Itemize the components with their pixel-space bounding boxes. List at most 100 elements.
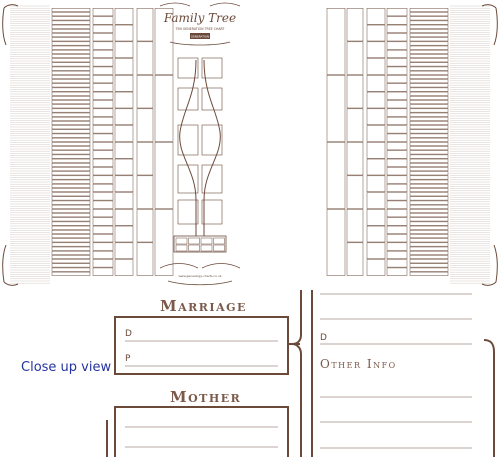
tree-box xyxy=(51,246,91,251)
marriage-date-label: D xyxy=(125,329,132,339)
tree-box xyxy=(386,108,408,117)
tree-box xyxy=(92,158,114,167)
tree-box xyxy=(51,209,91,213)
tree-box xyxy=(92,150,114,159)
tree-box xyxy=(386,183,408,193)
far-right-bracket xyxy=(483,339,495,457)
tree-box xyxy=(51,112,91,117)
tree-box xyxy=(51,225,91,230)
tree-box xyxy=(92,259,114,268)
tree-box xyxy=(213,237,225,245)
tree-box xyxy=(136,75,154,109)
tree-box xyxy=(51,104,91,109)
tree-box xyxy=(409,213,449,218)
tree-box xyxy=(51,83,91,88)
tree-box xyxy=(366,91,386,109)
tree-box xyxy=(346,209,364,243)
tree-box xyxy=(326,75,346,142)
tree-box xyxy=(409,62,449,67)
tree-box xyxy=(366,175,386,193)
tree-box xyxy=(386,8,408,17)
tree-box xyxy=(409,108,449,113)
tree-box xyxy=(51,221,91,226)
tree-box xyxy=(386,175,408,184)
right-column-bracket xyxy=(291,290,302,457)
tree-box xyxy=(136,175,154,209)
tree-box xyxy=(92,183,114,193)
tree-box xyxy=(386,41,408,50)
footer-url: www.genealogy-charts.co.uk xyxy=(178,274,221,278)
tree-box xyxy=(51,37,91,42)
tree-box xyxy=(114,192,134,209)
tree-box xyxy=(51,250,91,255)
tree-box xyxy=(51,154,91,159)
tree-box xyxy=(366,209,386,226)
tree-box xyxy=(409,116,449,121)
marriage-heading: Marriage xyxy=(160,297,247,315)
tree-box xyxy=(409,121,449,126)
tree-box xyxy=(386,267,408,276)
tree-box xyxy=(51,91,91,96)
tree-box xyxy=(114,242,134,260)
tree-box xyxy=(51,142,91,146)
tree-box xyxy=(409,200,449,205)
tree-box xyxy=(51,58,91,63)
tree-box xyxy=(114,41,134,58)
tree-box xyxy=(409,37,449,42)
generation-badge-box xyxy=(190,33,210,39)
tree-box xyxy=(409,221,449,226)
tree-box xyxy=(51,146,91,151)
tree-box xyxy=(409,179,449,184)
tree-box xyxy=(409,234,449,239)
tree-box xyxy=(92,217,114,226)
tree-box xyxy=(136,41,154,75)
tree-box xyxy=(92,267,114,276)
tree-box xyxy=(409,129,449,134)
tree-box xyxy=(136,108,154,142)
tree-box xyxy=(154,8,174,75)
tree-box xyxy=(409,12,449,17)
tree-box xyxy=(409,91,449,96)
tree-box xyxy=(409,250,449,255)
tree-box xyxy=(51,196,91,201)
tree-box xyxy=(92,8,114,17)
tree-box xyxy=(409,66,449,71)
corner-ornaments xyxy=(2,4,498,286)
tree-box xyxy=(92,91,114,100)
tree-box xyxy=(51,54,91,58)
tree-box xyxy=(409,271,449,276)
tree-box xyxy=(386,75,408,84)
tree-box xyxy=(188,237,200,245)
tree-box xyxy=(386,259,408,268)
tree-box xyxy=(409,150,449,155)
tree-box xyxy=(346,8,364,42)
tree-box xyxy=(92,24,114,33)
tree-box xyxy=(92,75,114,84)
tree-box xyxy=(346,108,364,142)
tree-box xyxy=(51,116,91,121)
tree-box xyxy=(409,162,449,167)
bottom-ornament xyxy=(159,263,241,286)
center-tree-trunk xyxy=(173,59,227,253)
tree-box xyxy=(409,16,449,21)
tree-box xyxy=(92,108,114,117)
tree-box xyxy=(92,209,114,218)
tree-box xyxy=(51,217,91,222)
tree-box xyxy=(51,171,91,176)
tree-box xyxy=(409,70,449,75)
tree-box xyxy=(386,217,408,226)
tree-box xyxy=(386,158,408,167)
tree-box xyxy=(51,75,91,79)
tree-box xyxy=(136,8,154,42)
tree-box xyxy=(409,8,449,12)
tree-box xyxy=(136,142,154,176)
tree-box xyxy=(386,49,408,58)
tree-box xyxy=(200,244,213,252)
tree-box xyxy=(92,192,114,201)
tree-box xyxy=(346,75,364,109)
tree-box xyxy=(154,142,174,209)
close-up-label: Close up view xyxy=(21,360,112,375)
tree-box xyxy=(51,242,91,247)
tree-box xyxy=(409,45,449,50)
tree-box xyxy=(92,225,114,234)
